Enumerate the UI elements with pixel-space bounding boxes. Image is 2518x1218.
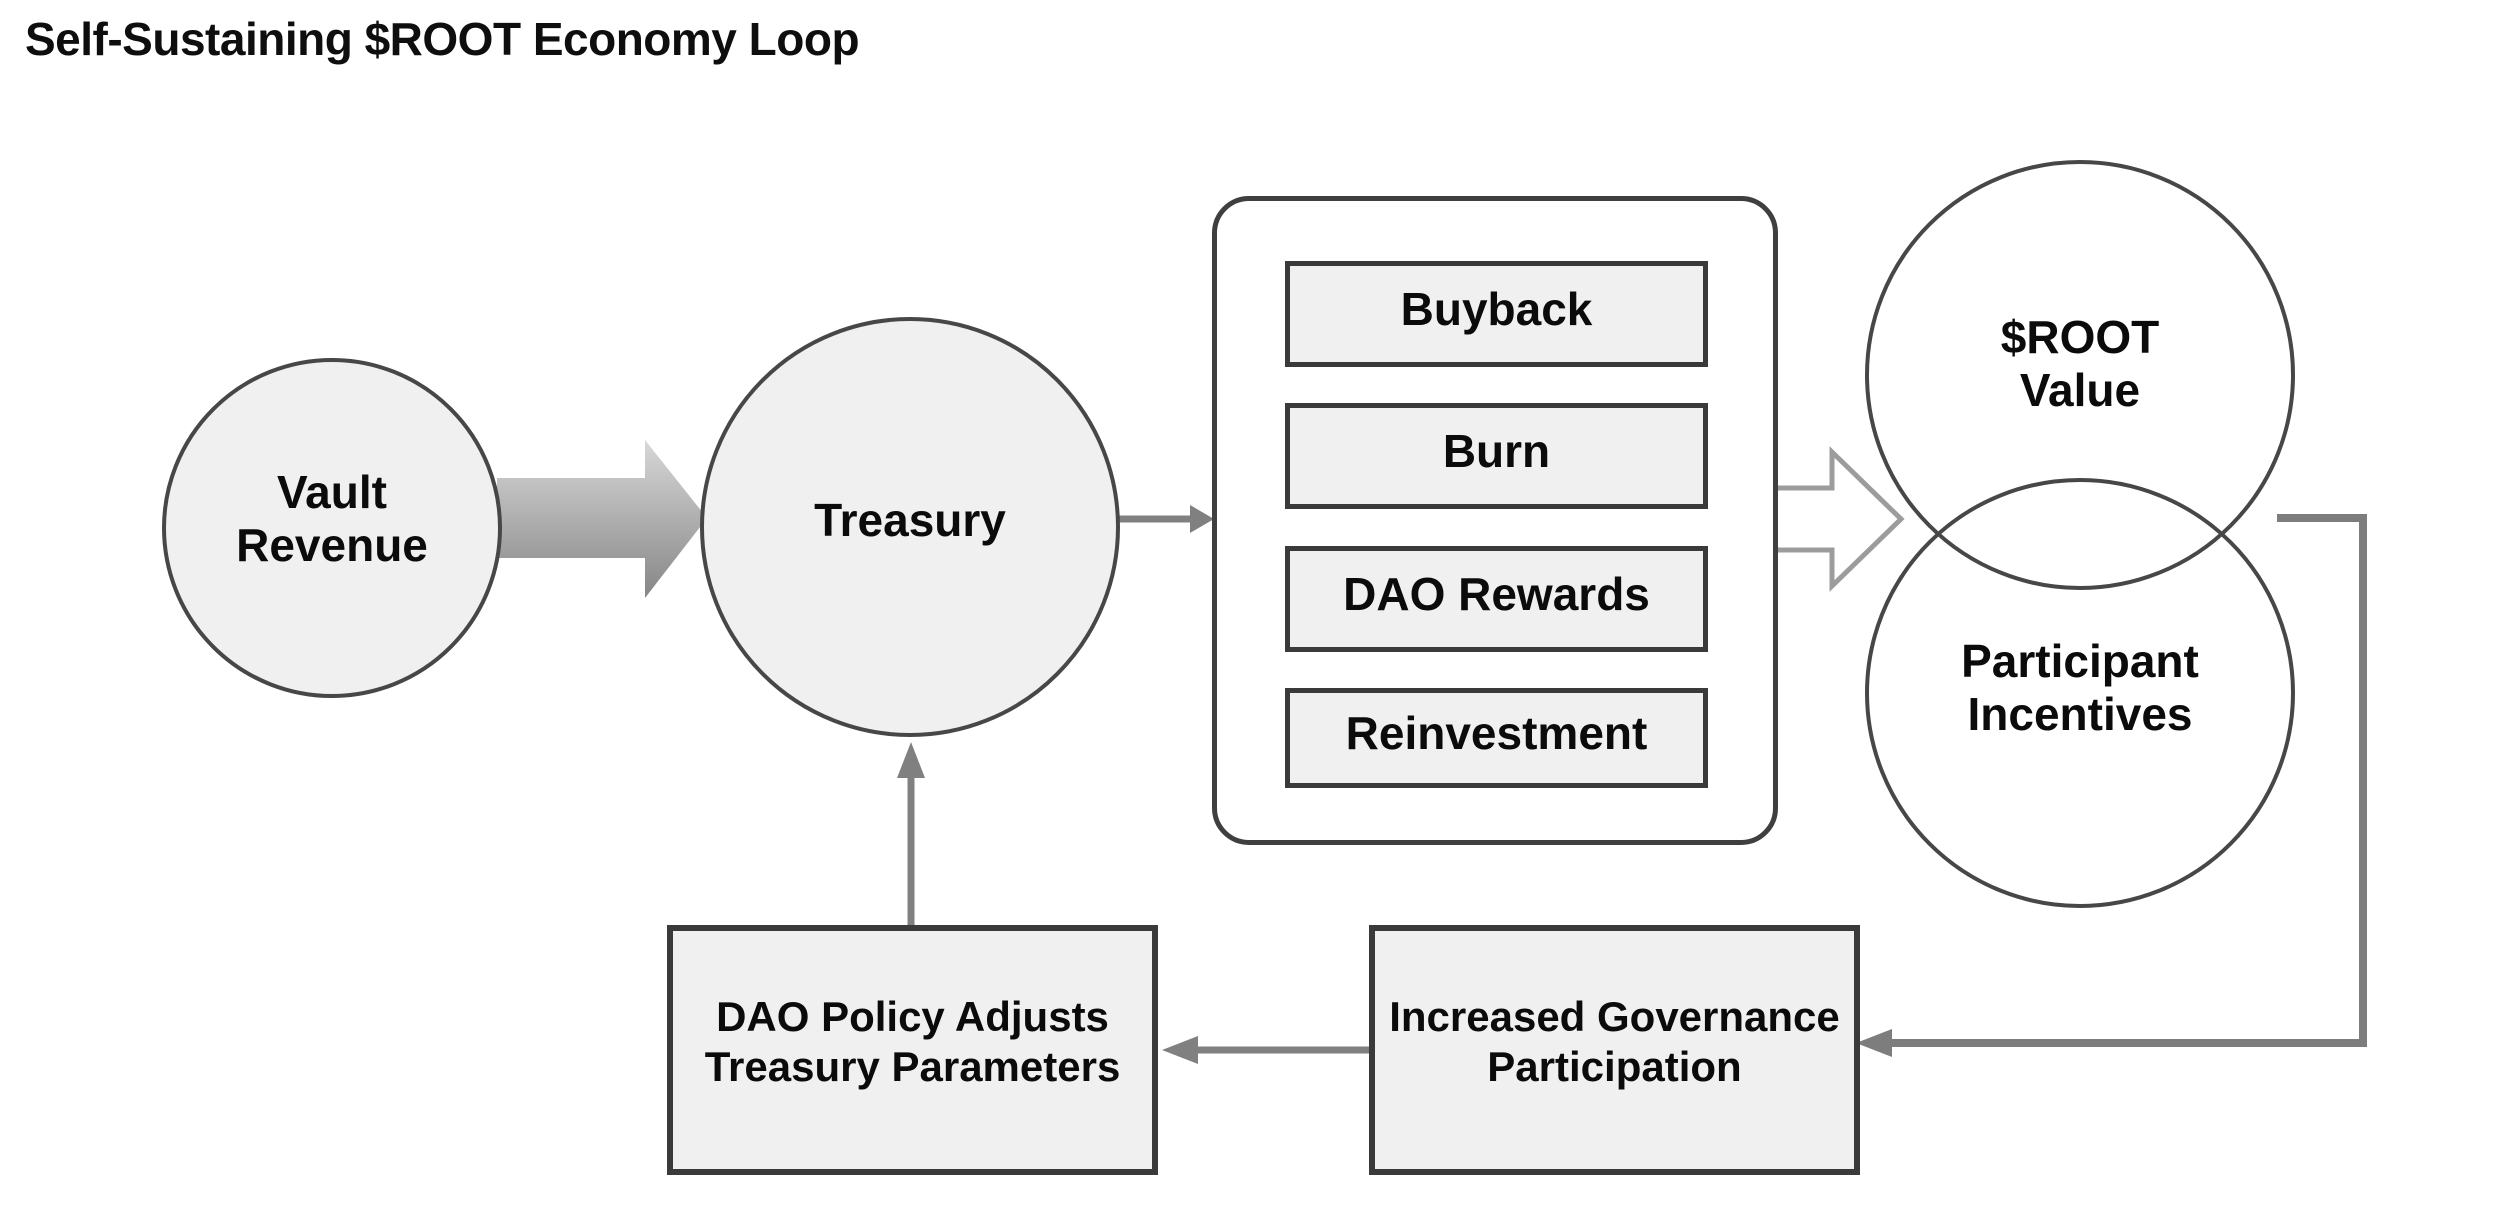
allocation-box-buyback: Buyback — [1285, 261, 1708, 367]
participant-incentives-label-line1: Participant — [1961, 635, 2199, 687]
allocation-output-open-arrow — [1778, 446, 1905, 592]
governance-participation-box: Increased Governance Participation — [1369, 925, 1860, 1175]
vault-revenue-label-line2: Revenue — [236, 519, 428, 571]
allocation-label-dao-rewards: DAO Rewards — [1343, 567, 1650, 620]
allocation-label-burn: Burn — [1442, 424, 1551, 477]
allocation-box-burn: Burn — [1285, 403, 1708, 509]
policy-treasury-arrowhead — [897, 742, 925, 778]
incentive-feedback-arrowhead — [1856, 1029, 1892, 1057]
treasury-node: Treasury — [700, 317, 1120, 737]
allocation-box-dao-rewards: DAO Rewards — [1285, 546, 1708, 652]
governance-label-line2: Participation — [1487, 1043, 1742, 1090]
participant-incentives-circle: Participant Incentives — [1865, 478, 2295, 908]
incentive-feedback-line — [1890, 514, 2367, 1047]
root-value-label-line1: $ROOT — [2000, 311, 2160, 363]
allocation-box-reinvestment: Reinvestment — [1285, 688, 1708, 788]
allocation-label-reinvestment: Reinvestment — [1345, 706, 1648, 759]
dao-policy-box: DAO Policy Adjusts Treasury Parameters — [667, 925, 1158, 1175]
dao-policy-label-line2: Treasury Parameters — [704, 1043, 1121, 1090]
dao-policy-label-line1: DAO Policy Adjusts — [716, 993, 1109, 1040]
governance-label-line1: Increased Governance — [1389, 993, 1840, 1040]
treasury-allocation-arrowhead — [1190, 505, 1214, 533]
vault-revenue-label-line1: Vault — [277, 466, 387, 518]
revenue-flow-arrow — [497, 440, 707, 598]
vault-revenue-node: Vault Revenue — [162, 358, 502, 698]
allocation-label-buyback: Buyback — [1400, 282, 1593, 335]
treasury-label: Treasury — [814, 493, 1006, 546]
participant-incentives-label-line2: Incentives — [1967, 688, 2193, 740]
allocations-container: Buyback Burn DAO Rewards Reinvestment — [1212, 196, 1778, 845]
governance-policy-arrowhead — [1162, 1036, 1198, 1064]
diagram-title: Self-Sustaining $ROOT Economy Loop — [25, 13, 860, 65]
root-value-label-line2: Value — [2019, 364, 2141, 416]
